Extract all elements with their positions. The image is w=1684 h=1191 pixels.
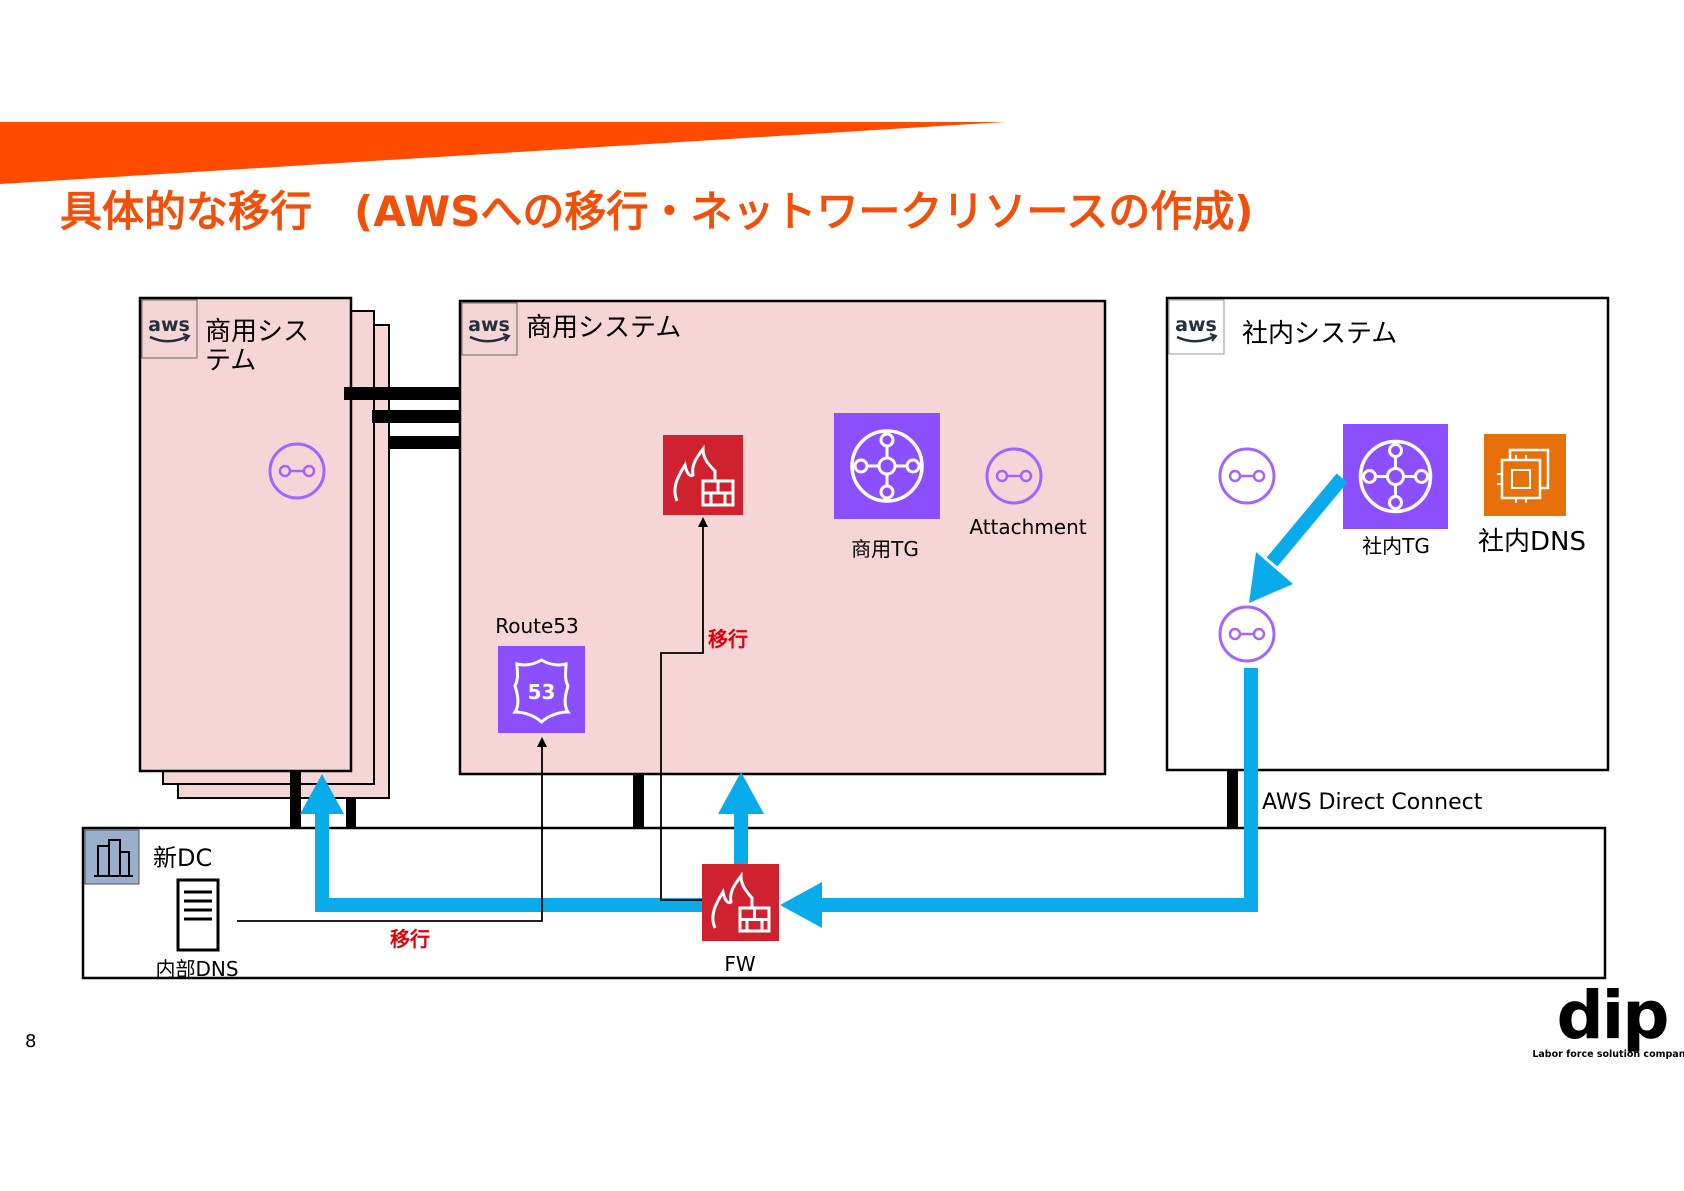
page-number: 8 — [25, 1031, 36, 1052]
internal-account: aws 社内システム — [1165, 296, 1610, 772]
datacenter-title: 新DC — [153, 844, 212, 872]
stacked-commercial-accounts: aws 商用シス テム — [138, 296, 390, 799]
flow-fw-to-commercial — [734, 810, 748, 864]
traffic-flow-arrows — [300, 473, 1348, 928]
dip-logo: dip Labor force solution company — [1532, 977, 1684, 1060]
attachment-icon — [985, 447, 1043, 505]
direct-connect-label: AWS Direct Connect — [1262, 790, 1483, 815]
flow-fw-to-stacked — [315, 810, 703, 912]
migration-connectors — [237, 517, 708, 922]
flow-arrowhead-fw — [780, 882, 822, 928]
slide-title: 具体的な移行 (AWSへの移行・ネットワークリソースの作成) — [60, 187, 1254, 236]
ec2-instance-icon — [1484, 434, 1566, 516]
firewall-icon — [702, 864, 779, 941]
flow-internal-tg-to-attachment — [1266, 473, 1348, 567]
firewall-icon — [663, 435, 743, 515]
flow-arrowhead-attachment — [1249, 552, 1293, 603]
commercial-tg-label: 商用TG — [851, 537, 919, 561]
aws-logo-icon: aws — [461, 302, 518, 356]
aws-logo-icon: aws — [141, 299, 198, 359]
attachment-label: Attachment — [969, 515, 1086, 539]
internal-dns-label: 社内DNS — [1478, 527, 1586, 557]
building-icon — [84, 829, 140, 885]
stacked-account-title-line2: テム — [205, 346, 256, 376]
header-accent-band — [0, 122, 1005, 184]
flow-arrowhead-commercial — [718, 772, 764, 814]
migration-label-fw: 移行 — [708, 627, 748, 651]
internal-tg-label: 社内TG — [1362, 534, 1430, 558]
attachment-icon — [268, 442, 326, 500]
migration-label-dns: 移行 — [390, 927, 430, 951]
flow-arrowhead-stacked — [300, 774, 344, 814]
flow-dc-to-fw — [818, 668, 1258, 912]
internal-dns-server-label: 内部DNS — [155, 957, 238, 981]
attachment-icon — [1218, 605, 1276, 663]
attachment-icon — [1218, 447, 1276, 505]
transit-gateway-icon — [834, 413, 940, 519]
route53-icon: 53 — [498, 646, 585, 733]
transit-gateway-icon — [1343, 424, 1448, 529]
dc-connection-stubs — [290, 770, 1238, 829]
dip-logo-tagline: Labor force solution company — [1532, 1049, 1684, 1060]
svg-text:aws: aws — [468, 314, 510, 336]
fw-label: FW — [724, 952, 756, 976]
svg-text:aws: aws — [148, 314, 190, 336]
peering-connection-bars — [344, 387, 461, 449]
dip-logo-text: dip — [1556, 977, 1667, 1054]
internal-account-title: 社内システム — [1242, 319, 1397, 349]
route53-label: Route53 — [495, 614, 579, 638]
svg-text:aws: aws — [1175, 314, 1217, 336]
connector-dc-fw-to-account-fw — [660, 517, 708, 901]
commercial-account: aws 商用システム 商用TG — [458, 299, 1107, 776]
aws-logo-icon: aws — [1168, 299, 1225, 355]
stacked-account-title-line1: 商用シス — [205, 317, 309, 347]
server-icon — [176, 878, 220, 952]
commercial-account-title: 商用システム — [526, 313, 681, 343]
svg-text:53: 53 — [528, 680, 556, 704]
connector-dns-to-route53 — [237, 737, 547, 922]
